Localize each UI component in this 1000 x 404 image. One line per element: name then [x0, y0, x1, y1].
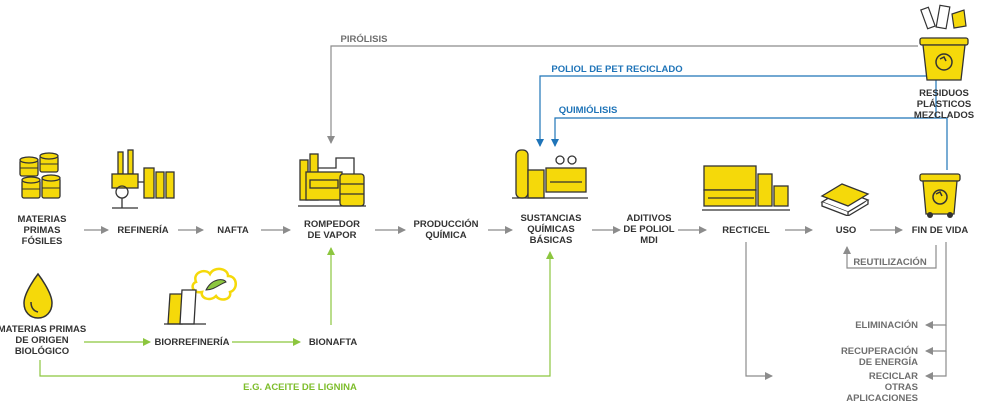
- steam-cracker-icon: [298, 153, 366, 207]
- arrow-reutilizacion: [843, 245, 937, 269]
- node-fin-de-vida: FIN DE VIDA: [911, 225, 969, 236]
- node-recticel: RECTICEL: [722, 225, 770, 236]
- node-sustancias: SUSTANCIAS QUÍMICAS BÁSICAS: [520, 213, 582, 246]
- node-nafta: NAFTA: [217, 225, 249, 236]
- flow-reutilizacion: REUTILIZACIÓN: [853, 257, 927, 268]
- arrow-lignina: [39, 251, 554, 377]
- arrow-quimiolisis: [551, 117, 948, 170]
- biorefinery-icon: [164, 267, 237, 325]
- flow-eliminacion: ELIMINACIÓN: [855, 320, 918, 331]
- chemical-plant-icon: [512, 149, 588, 199]
- refinery-icon: [111, 149, 175, 209]
- recticel-factory-icon: [702, 165, 790, 211]
- plastic-waste-bin-icon: [919, 4, 969, 81]
- node-bionafta: BIONAFTA: [308, 337, 358, 348]
- node-refineria: REFINERÍA: [117, 225, 169, 236]
- flow-recuperacion: RECUPERACIÓN DE ENERGÍA: [840, 346, 918, 368]
- arrow-recuperacion: [925, 325, 947, 355]
- node-uso: USO: [835, 225, 857, 236]
- flow-pirolisis: PIRÓLISIS: [340, 34, 388, 45]
- recycle-bin-icon: [919, 173, 961, 218]
- flow-quimiolisis: QUIMIÓLISIS: [558, 105, 618, 116]
- flow-poliol-pet: POLIOL DE PET RECICLADO: [551, 64, 683, 75]
- flow-reciclar: RECICLAR OTRAS APLICACIONES: [846, 371, 918, 404]
- flow-aceite-lignina: E.G. ACEITE DE LIGNINA: [243, 382, 357, 393]
- node-materias-bio: MATERIAS PRIMAS DE ORIGEN BIOLÓGICO: [0, 324, 87, 357]
- node-biorrefineria: BIORREFINERÍA: [154, 337, 230, 348]
- arrow-reciclar-recticel: [745, 242, 773, 380]
- node-residuos: RESIDUOS PLÁSTICOS MEZCLADOS: [913, 88, 975, 121]
- node-materias-fosiles: MATERIAS PRIMAS FÓSILES: [17, 214, 67, 247]
- foam-sheets-icon: [820, 183, 870, 216]
- oil-barrels-icon: [19, 152, 61, 199]
- arrow-pirolisis: [327, 45, 918, 144]
- node-produccion: PRODUCCIÓN QUÍMICA: [413, 219, 479, 241]
- arrow-poliol-pet: [536, 75, 937, 147]
- node-rompedor: ROMPEDOR DE VAPOR: [304, 219, 360, 241]
- node-aditivos: ADITIVOS DE POLIOL MDI: [623, 213, 675, 246]
- oil-drop-icon: [23, 272, 53, 319]
- arrow-reciclar-fin: [925, 351, 947, 380]
